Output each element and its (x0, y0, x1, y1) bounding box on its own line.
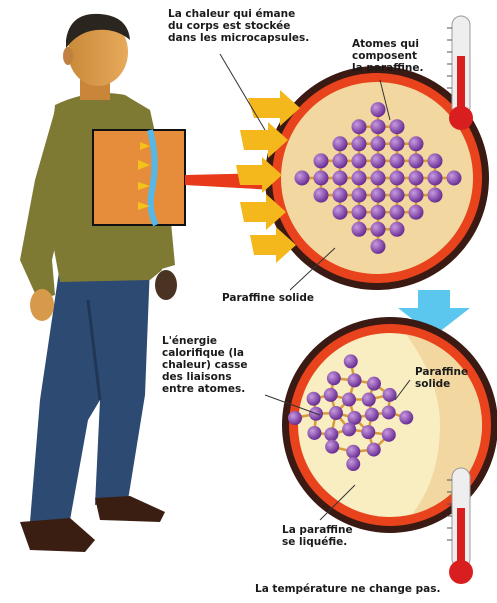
thermometer-top (447, 16, 473, 130)
atom (333, 188, 348, 203)
atom (325, 440, 339, 454)
atom (342, 422, 356, 436)
atom (352, 136, 367, 151)
atom (409, 136, 424, 151)
atom (307, 392, 321, 406)
atom (371, 136, 386, 151)
atom (361, 425, 375, 439)
man-figure (20, 14, 185, 552)
atom (390, 222, 405, 237)
atom (409, 171, 424, 186)
atom (382, 428, 396, 442)
atom (371, 205, 386, 220)
atom (382, 405, 396, 419)
atom (362, 393, 376, 407)
atom (344, 354, 358, 368)
label-energy-breaks-bonds: L'énergie calorifique (la chaleur) casse… (162, 335, 248, 395)
atom (352, 205, 367, 220)
atom (329, 406, 343, 420)
atom (428, 171, 443, 186)
atom (390, 153, 405, 168)
atom (295, 171, 310, 186)
atom (390, 205, 405, 220)
atom (346, 457, 360, 471)
atom (390, 119, 405, 134)
atom (348, 373, 362, 387)
atom (352, 171, 367, 186)
atom (409, 188, 424, 203)
atom (367, 443, 381, 457)
atom (428, 188, 443, 203)
atom (371, 153, 386, 168)
atom (324, 388, 338, 402)
atom (314, 188, 329, 203)
top-capsule (236, 66, 489, 290)
atom (327, 371, 341, 385)
atom (399, 411, 413, 425)
atom (390, 171, 405, 186)
atom (346, 445, 360, 459)
label-paraffin-solid: Paraffine solide (415, 366, 468, 390)
atom (371, 222, 386, 237)
atom (390, 136, 405, 151)
atom (371, 188, 386, 203)
atom (371, 102, 386, 117)
atom (307, 426, 321, 440)
atom (314, 153, 329, 168)
atom (365, 408, 379, 422)
atom (352, 222, 367, 237)
atom (333, 171, 348, 186)
atom (390, 188, 405, 203)
atom (333, 136, 348, 151)
atom (333, 153, 348, 168)
atom (409, 153, 424, 168)
atom (409, 205, 424, 220)
atom (352, 153, 367, 168)
atom (342, 393, 356, 407)
label-temperature-constant: La température ne change pas. (255, 583, 441, 595)
atom (383, 388, 397, 402)
atom (288, 411, 302, 425)
label-paraffin-liquefies: La paraffine se liquéfie. (282, 524, 353, 548)
atom (352, 188, 367, 203)
atom (371, 239, 386, 254)
atom (371, 119, 386, 134)
label-atoms: Atomes qui composent la paraffine. (352, 38, 424, 74)
atom (428, 153, 443, 168)
atom (447, 171, 462, 186)
atom (333, 205, 348, 220)
atom (352, 119, 367, 134)
atom (367, 377, 381, 391)
atom (371, 171, 386, 186)
label-heat-stored: La chaleur qui émane du corps est stocké… (168, 8, 309, 44)
atom (314, 171, 329, 186)
label-solid-paraffin: Paraffine solide (222, 292, 314, 304)
atom (324, 427, 338, 441)
